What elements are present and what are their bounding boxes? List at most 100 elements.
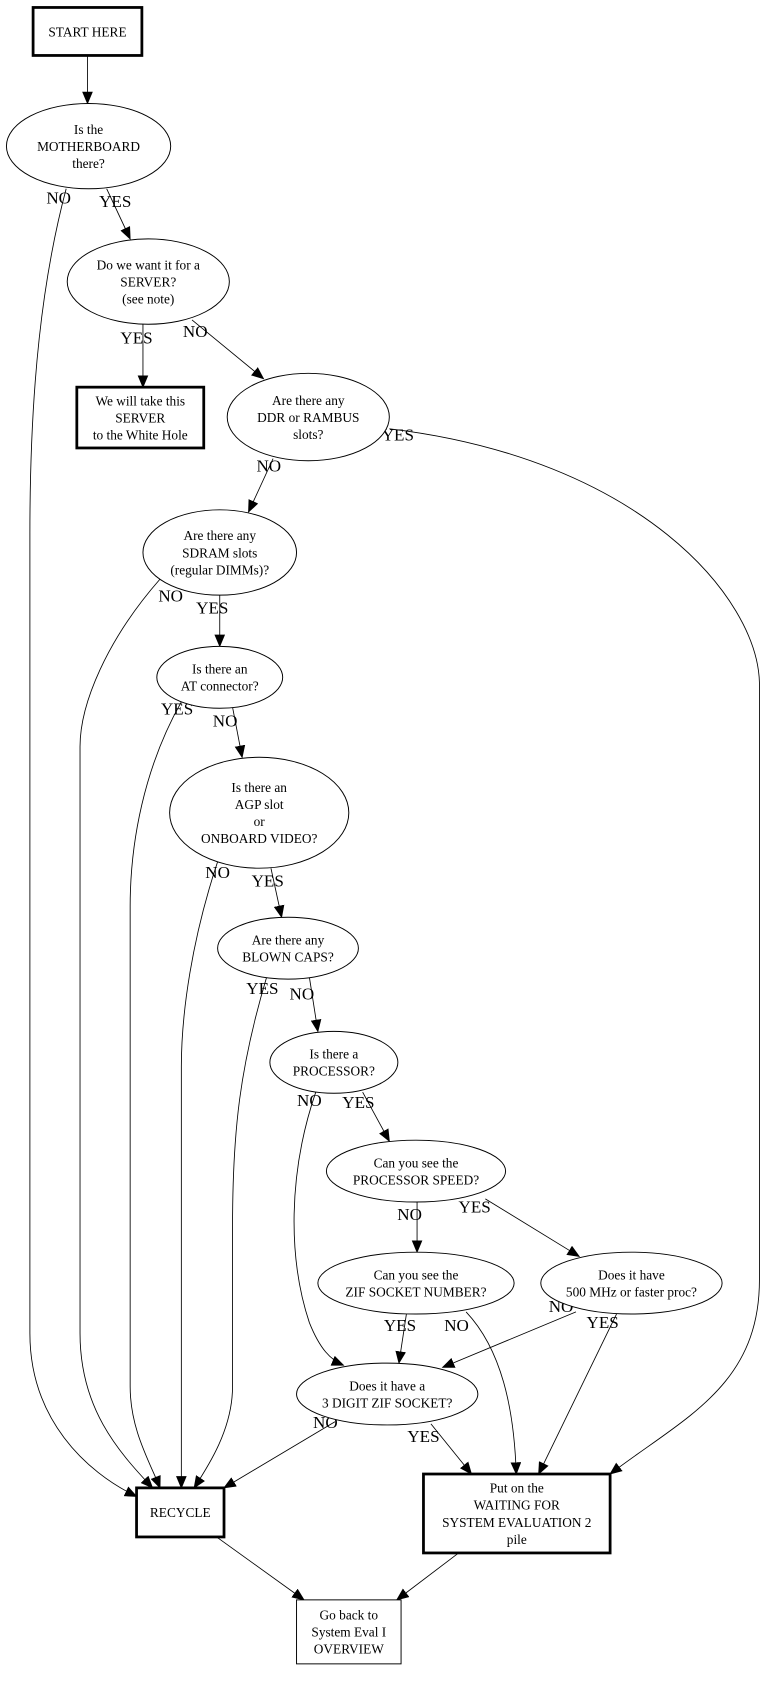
decision-ellipse bbox=[226, 372, 390, 462]
edge-label-yes: YES bbox=[99, 192, 131, 211]
node-text-line: Can you see the bbox=[374, 1155, 459, 1170]
edge-motherboard-to-recycle bbox=[29, 188, 138, 1497]
edge-processor-to-speed bbox=[362, 1091, 390, 1143]
decision-ellipse bbox=[317, 1251, 515, 1315]
node-text-line: SERVER bbox=[115, 410, 165, 425]
node-text-line: WAITING FOR bbox=[474, 1498, 560, 1513]
edge-caps-to-recycle bbox=[193, 976, 268, 1489]
node-text-line: Is there an bbox=[192, 662, 248, 677]
node-text-line: RECYCLE bbox=[150, 1505, 211, 1520]
edge-sdram-to-recycle bbox=[79, 578, 161, 1489]
decision-ellipse bbox=[169, 756, 350, 869]
edge-ddr-to-sdram bbox=[248, 458, 274, 513]
decision-ellipse bbox=[5, 102, 172, 190]
edge-label-no: NO bbox=[397, 1205, 422, 1224]
edge-label-no: NO bbox=[205, 863, 230, 882]
edge-label-no: NO bbox=[46, 189, 71, 208]
node-zif3: Does it have a 3 DIGIT ZIF SOCKET? bbox=[296, 1362, 479, 1426]
edge-server-to-ddr bbox=[191, 319, 265, 380]
node-text-line: ZIF SOCKET NUMBER? bbox=[345, 1284, 486, 1299]
decision-ellipse bbox=[142, 509, 298, 596]
process-box bbox=[75, 385, 206, 450]
edge-mhz500-to-zif3 bbox=[441, 1311, 577, 1368]
edge-label-yes: YES bbox=[342, 1093, 374, 1112]
decision-ellipse bbox=[325, 1139, 507, 1203]
node-text-line: 500 MHz or faster proc? bbox=[566, 1284, 697, 1299]
node-text-line: PROCESSOR SPEED? bbox=[353, 1172, 479, 1187]
node-start: START HERE bbox=[31, 6, 144, 57]
edge-label-no: NO bbox=[256, 456, 281, 475]
edge-zif_number-to-zif3 bbox=[395, 1313, 407, 1365]
edge-zif3-to-waiting bbox=[430, 1423, 473, 1475]
edge-label-no: NO bbox=[444, 1316, 469, 1335]
process-box bbox=[296, 1599, 402, 1665]
node-text-line: Is there a bbox=[309, 1047, 358, 1062]
node-text-line: SDRAM slots bbox=[182, 545, 257, 560]
node-text-line: 3 DIGIT ZIF SOCKET? bbox=[322, 1395, 453, 1410]
edge-label-no: NO bbox=[183, 322, 208, 341]
node-text-line: pile bbox=[507, 1532, 527, 1547]
node-text-line: (see note) bbox=[122, 291, 174, 306]
edge-at-to-agp bbox=[232, 707, 246, 759]
process-box bbox=[422, 1472, 612, 1555]
node-text-line: ONBOARD VIDEO? bbox=[201, 831, 317, 846]
node-text-line: Put on the bbox=[490, 1481, 544, 1496]
edge-ddr-to-waiting bbox=[389, 428, 760, 1475]
decision-ellipse bbox=[156, 645, 284, 709]
node-text-line: We will take this bbox=[95, 393, 185, 408]
edge-label-yes: YES bbox=[459, 1198, 491, 1217]
node-text-line: slots? bbox=[293, 427, 323, 442]
node-text-line: Are there any bbox=[272, 393, 345, 408]
node-text-line: AGP slot bbox=[235, 797, 284, 812]
node-text-line: or bbox=[254, 814, 266, 829]
edge-agp-to-recycle bbox=[176, 861, 219, 1489]
edge-label-yes: YES bbox=[246, 979, 278, 998]
node-text-line: START HERE bbox=[48, 24, 126, 39]
edge-label-no: NO bbox=[158, 587, 183, 606]
edge-at-to-recycle bbox=[129, 701, 182, 1489]
node-mhz500: Does it have 500 MHz or faster proc? bbox=[540, 1251, 723, 1315]
node-text-line: DDR or RAMBUS bbox=[257, 410, 359, 425]
edge-mhz500-to-waiting bbox=[538, 1313, 617, 1475]
edge-label-yes: YES bbox=[196, 598, 228, 617]
node-text-line: SERVER? bbox=[120, 274, 176, 289]
node-text-line: Are there any bbox=[252, 932, 325, 947]
process-box bbox=[135, 1486, 226, 1539]
edge-label-yes: YES bbox=[120, 328, 152, 347]
node-text-line: to the White Hole bbox=[93, 427, 188, 442]
node-text-line: MOTHERBOARD bbox=[37, 139, 140, 154]
node-text-line: Does it have a bbox=[349, 1378, 425, 1393]
node-text-line: OVERVIEW bbox=[314, 1642, 384, 1657]
edge-label-yes: YES bbox=[407, 1427, 439, 1446]
edge-recycle-to-go_back bbox=[216, 1536, 305, 1601]
decision-ellipse bbox=[66, 238, 230, 325]
edge-label-yes: YES bbox=[587, 1313, 619, 1332]
decision-ellipse bbox=[540, 1251, 723, 1315]
node-text-line: System Eval I bbox=[311, 1625, 386, 1640]
node-text-line: SYSTEM EVALUATION 2 bbox=[442, 1515, 591, 1530]
edge-motherboard-to-server bbox=[106, 188, 131, 240]
edge-label-yes: YES bbox=[161, 700, 193, 719]
node-text-line: Is the bbox=[74, 122, 103, 137]
decision-ellipse bbox=[217, 916, 359, 980]
node-text-line: (regular DIMMs)? bbox=[170, 562, 269, 577]
node-text-line: Is there an bbox=[231, 780, 287, 795]
decision-ellipse bbox=[269, 1030, 399, 1094]
edge-processor-to-zif3 bbox=[293, 1092, 345, 1366]
node-text-line: there? bbox=[72, 156, 105, 171]
node-recycle: RECYCLE bbox=[135, 1486, 226, 1539]
edge-waiting-to-go_back bbox=[395, 1552, 459, 1601]
edge-caps-to-processor bbox=[308, 976, 322, 1033]
edge-zif_number-to-waiting bbox=[465, 1311, 522, 1476]
node-text-line: Does it have bbox=[598, 1267, 665, 1282]
edge-label-no: NO bbox=[297, 1091, 322, 1110]
